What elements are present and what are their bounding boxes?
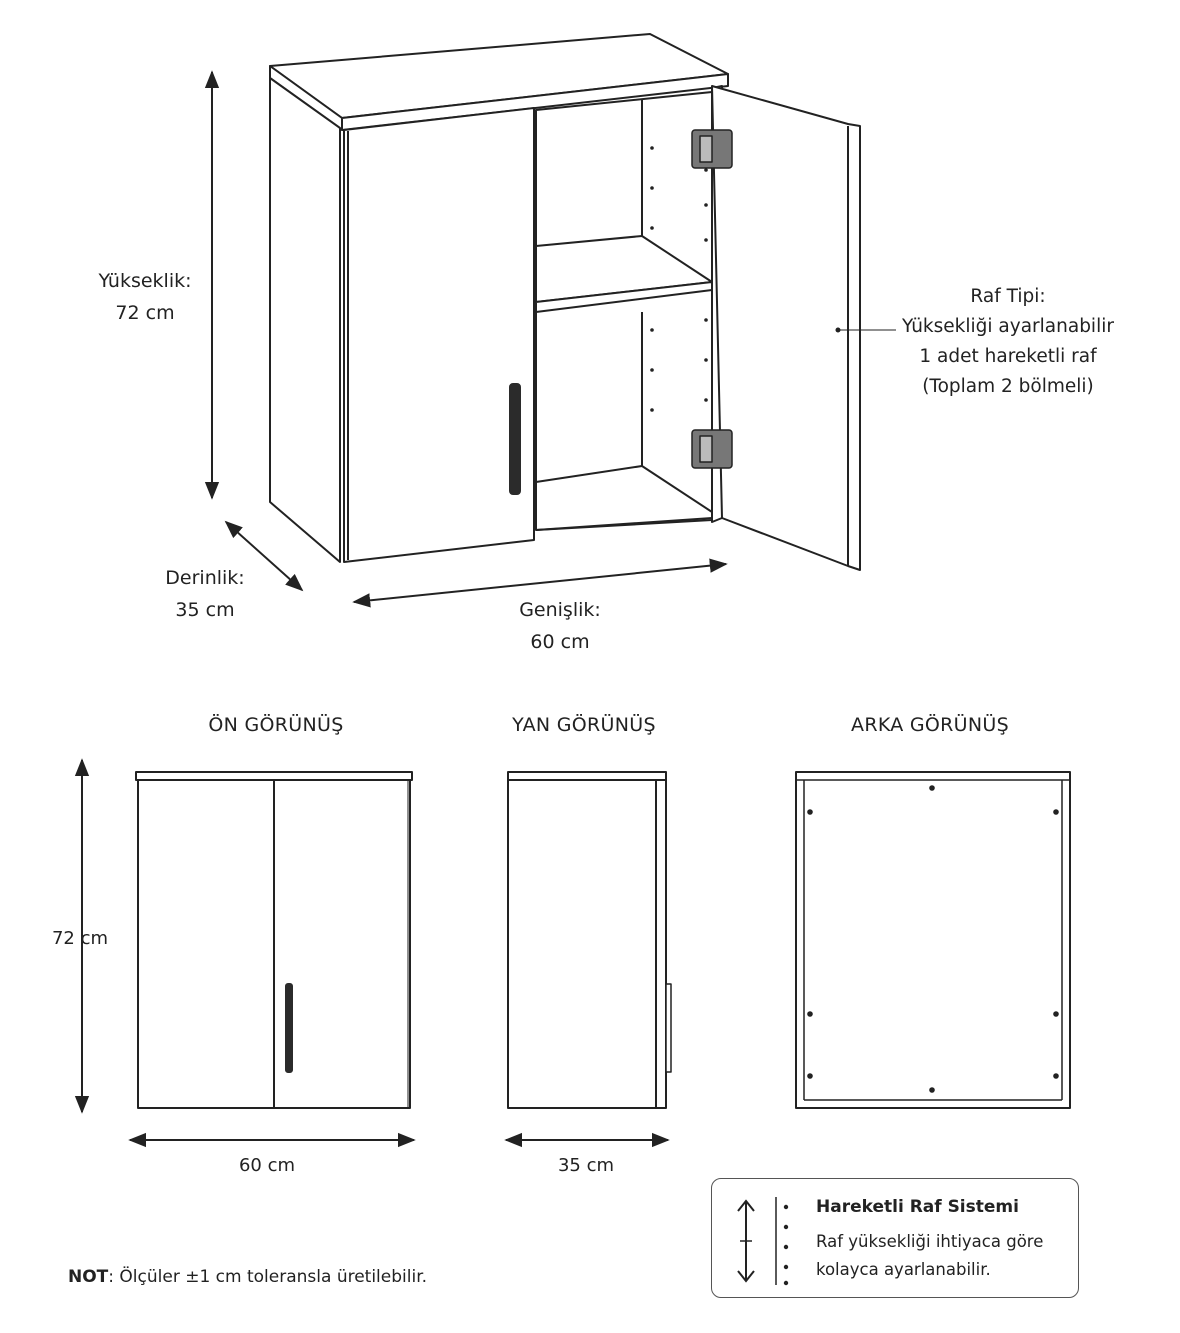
back-view-title: ARKA GÖRÜNÜŞ: [851, 714, 1009, 736]
back-screw-points: [807, 785, 1059, 1093]
side-width-label: 35 cm: [557, 1155, 615, 1176]
depth-arrow: [224, 520, 304, 592]
handle-icon: [285, 983, 293, 1073]
perspective-cabinet: [269, 33, 896, 571]
perspective-dimension-arrows: [204, 70, 728, 608]
shelf-info-title: Raf Tipi:: [970, 286, 1046, 307]
shelf-info-line2: 1 adet hareketli raf: [919, 346, 1097, 367]
updown-arrow-icon: [737, 1197, 789, 1286]
back-view: [795, 771, 1071, 1109]
depth-value: 35 cm: [175, 599, 235, 621]
depth-label-group: Derinlik: 35 cm: [130, 562, 280, 626]
movable-shelf-legend: Hareketli Raf Sistemi Raf yüksekliği iht…: [711, 1178, 1079, 1298]
front-view-title: ÖN GÖRÜNÜŞ: [208, 714, 344, 736]
side-view-title: YAN GÖRÜNÜŞ: [512, 714, 656, 736]
width-label-group: Genişlik: 60 cm: [480, 594, 640, 658]
width-label: Genişlik:: [519, 599, 601, 621]
legend-line1: Raf yüksekliği ihtiyaca göre: [816, 1232, 1044, 1251]
legend-line2: kolayca ayarlanabilir.: [816, 1260, 991, 1279]
front-view: [74, 758, 416, 1148]
shelf-pin-holes-icon: [650, 146, 708, 412]
note-prefix: NOT: [68, 1267, 109, 1287]
front-width-label: 60 cm: [238, 1155, 296, 1176]
depth-label: Derinlik:: [165, 567, 245, 589]
shelf-info: Raf Tipi: Yüksekliği ayarlanabilir 1 ade…: [880, 282, 1136, 402]
height-label: Yükseklik:: [98, 270, 192, 292]
shelf-info-line1: Yüksekliği ayarlanabilir: [902, 316, 1114, 337]
legend-title: Hareketli Raf Sistemi: [816, 1197, 1019, 1217]
side-view: [504, 771, 672, 1148]
height-value: 72 cm: [115, 302, 175, 324]
tolerance-note: NOT: Ölçüler ±1 cm toleransla üretilebil…: [68, 1267, 427, 1287]
hinge-icon: [691, 129, 733, 469]
width-value: 60 cm: [530, 631, 590, 653]
note-text: : Ölçüler ±1 cm toleransla üretilebilir.: [108, 1267, 428, 1287]
front-height-label: 72 cm: [51, 928, 109, 949]
shelf-info-line3: (Toplam 2 bölmeli): [922, 376, 1094, 397]
handle-icon: [509, 383, 521, 495]
height-label-group: Yükseklik: 72 cm: [70, 265, 220, 329]
width-arrow: [352, 558, 728, 608]
